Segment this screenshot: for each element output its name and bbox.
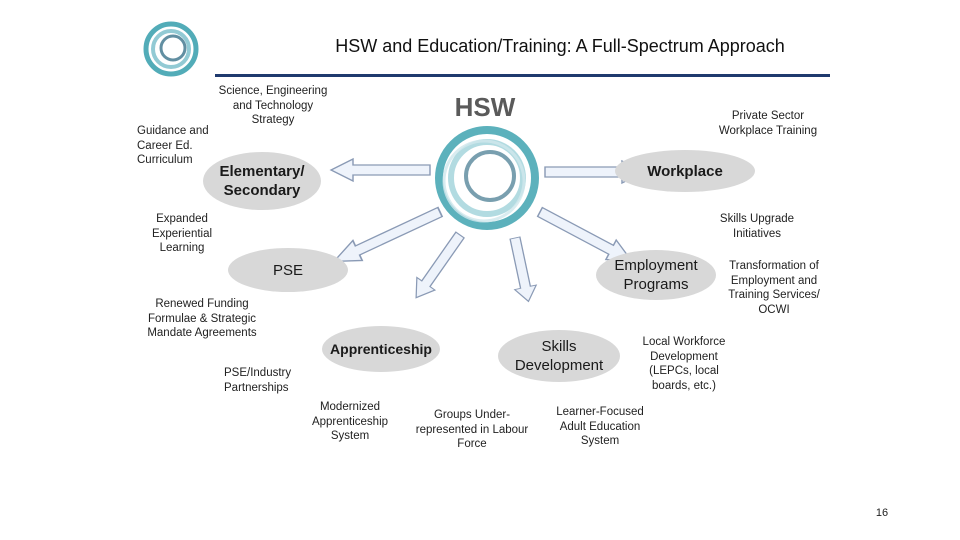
node-workplace-label: Workplace — [647, 162, 723, 180]
note-modernized-apprenticeship: Modernized Apprenticeship System — [311, 401, 389, 442]
arrow-to-skills — [503, 235, 540, 305]
node-employment: Employment Programs — [596, 250, 716, 300]
center-label: HSW — [454, 92, 516, 122]
arrow-to-apprenticeship — [406, 228, 470, 305]
arrow-to-elementary — [330, 158, 431, 182]
node-skills: Skills Development — [498, 330, 620, 382]
node-pse-label: PSE — [272, 261, 303, 279]
ring-logo-icon — [143, 21, 199, 77]
node-pse: PSE — [228, 248, 348, 292]
node-apprenticeship-label: Apprenticeship — [330, 340, 432, 357]
ring-emblem-icon — [435, 126, 539, 230]
node-elementary: Elementary/ Secondary — [203, 152, 321, 210]
node-employment-label: Employment Programs — [614, 257, 698, 293]
node-workplace: Workplace — [615, 150, 755, 192]
page-title: HSW and Education/Training: A Full-Spect… — [335, 36, 785, 56]
page-number: 16 — [875, 507, 889, 519]
note-private-sector: Private Sector Workplace Training — [718, 110, 818, 137]
note-local-workforce: Local Workforce Development (LEPCs, loca… — [642, 336, 726, 392]
note-expanded: Expanded Experiential Learning — [151, 213, 213, 254]
note-transformation: Transformation of Employment and Trainin… — [728, 260, 820, 316]
note-pse-industry: PSE/Industry Partnerships — [224, 367, 292, 394]
note-science: Science, Engineering and Technology Stra… — [218, 85, 328, 126]
note-guidance: Guidance and Career Ed. Curriculum — [137, 125, 209, 166]
note-skills-upgrade: Skills Upgrade Initiatives — [719, 213, 795, 240]
node-elementary-label: Elementary/ Secondary — [219, 163, 305, 199]
note-groups: Groups Under-represented in Labour Force — [415, 409, 529, 450]
note-renewed-funding: Renewed Funding Formulae & Strategic Man… — [147, 298, 257, 339]
node-apprenticeship: Apprenticeship — [322, 326, 440, 372]
node-skills-label: Skills Development — [514, 338, 604, 374]
title-underline — [215, 74, 830, 77]
note-learner-focused: Learner-Focused Adult Education System — [556, 406, 644, 447]
